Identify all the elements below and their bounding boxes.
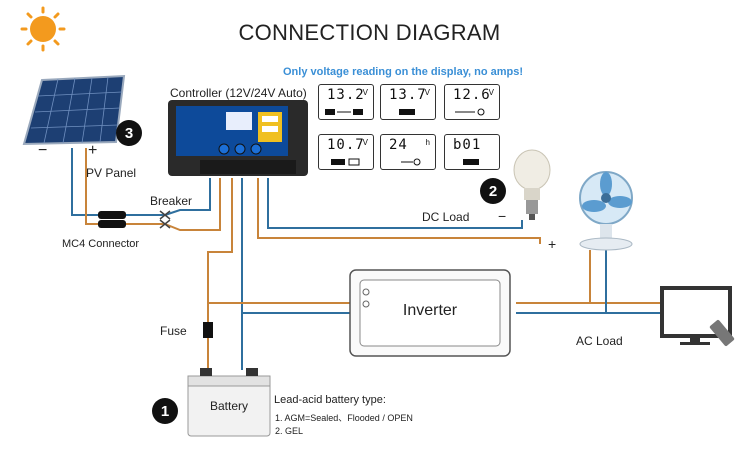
mc4-connector-icon — [98, 211, 126, 228]
pv-panel-label: PV Panel — [86, 166, 137, 180]
fan-icon — [579, 171, 633, 251]
tv-icon — [660, 286, 732, 345]
lcd-unit: V — [424, 88, 430, 97]
dc-minus-sign: − — [498, 208, 507, 224]
battery-type-item: 2. GEL — [275, 426, 304, 436]
lcd-display: b01 — [444, 134, 500, 170]
sun-icon — [20, 6, 66, 52]
breaker-label: Breaker — [150, 194, 193, 208]
step-number-1: 1 — [152, 398, 178, 424]
lcd-value: b01 — [453, 137, 482, 153]
lcd-value: 10.7 — [327, 137, 365, 153]
controller-unit — [168, 100, 308, 176]
pv-minus-sign: − — [38, 142, 48, 159]
fuse-icon — [203, 322, 213, 338]
pv-panel-icon — [22, 74, 126, 146]
pv-plus-sign: + — [88, 142, 98, 159]
lcd-unit: h — [425, 138, 430, 147]
lcd-display: 10.7 V — [318, 134, 374, 170]
lcd-display: 12.6 V — [444, 84, 500, 120]
lcd-display: 24 h — [380, 134, 436, 170]
lcd-value: 13.2 — [327, 87, 365, 103]
page-title: CONNECTION DIAGRAM — [238, 20, 501, 45]
dc-plus-sign: + — [548, 236, 557, 252]
lcd-unit: V — [362, 138, 368, 147]
lcd-display: 13.7 V — [380, 84, 436, 120]
dc-load-label: DC Load — [422, 210, 470, 224]
pv-to-battery-icon — [325, 109, 363, 115]
ac-load-label: AC Load — [576, 334, 623, 348]
lcd-value: 12.6 — [453, 87, 491, 103]
timer-icon — [401, 158, 421, 166]
lcd-display: 13.2 V — [318, 84, 374, 120]
inverter-label: Inverter — [402, 302, 458, 319]
fuse-label: Fuse — [160, 324, 187, 338]
battery-type-title: Lead-acid battery type: — [274, 394, 386, 406]
step-number-2: 2 — [480, 178, 506, 204]
display-note: Only voltage reading on the display, no … — [283, 66, 524, 78]
mc4-connector-label: MC4 Connector — [62, 238, 140, 250]
remote-icon — [709, 320, 735, 346]
load-icon — [455, 108, 485, 116]
lcd-value: 13.7 — [389, 87, 427, 103]
battery-label: Battery — [209, 399, 248, 413]
inverter-icon — [349, 269, 511, 357]
battery-icon — [187, 368, 271, 437]
step-number-3: 3 — [116, 120, 142, 146]
bulb-icon — [513, 149, 551, 220]
battery-icon — [399, 109, 415, 115]
breaker-icon — [159, 210, 171, 229]
battery-type-item: 1. AGM=Sealed、Flooded / OPEN — [275, 413, 413, 423]
lcd-unit: V — [488, 88, 494, 97]
controller-label: Controller (12V/24V Auto) — [170, 86, 307, 100]
battery-icon — [331, 158, 360, 166]
battery-type-icon — [463, 159, 479, 165]
lcd-value: 24 — [389, 137, 408, 153]
lcd-unit: V — [362, 88, 368, 97]
